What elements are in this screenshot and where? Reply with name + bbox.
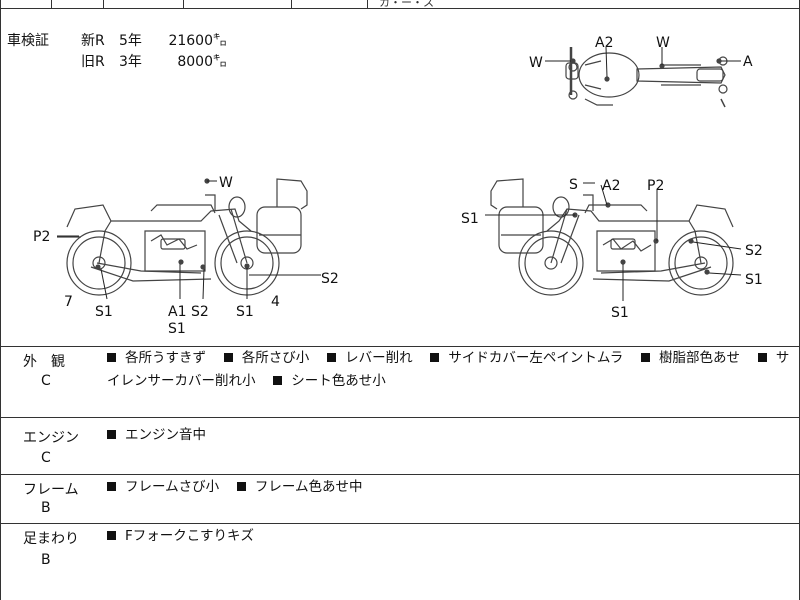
- registration-name: 新R: [81, 33, 105, 49]
- section-name: フレーム: [23, 482, 79, 498]
- section-items: エンジン音中: [107, 424, 791, 447]
- item: 各所さび小: [223, 350, 309, 366]
- bullet-square-icon: [757, 353, 767, 362]
- header-cell: [291, 0, 368, 8]
- label-s1: S1: [168, 321, 186, 337]
- item: フレーム色あせ中: [236, 479, 363, 495]
- item: エンジン音中: [107, 427, 206, 443]
- bullet-square-icon: [273, 376, 283, 385]
- section-grade: B: [41, 500, 51, 516]
- registration-years: 5年: [119, 33, 142, 49]
- label-s1: S1: [461, 211, 479, 227]
- bullet-square-icon: [107, 430, 116, 439]
- top-view-motorcycle: [565, 47, 728, 108]
- section-grade: C: [41, 450, 51, 466]
- item: Fフォークこすりキズ: [107, 528, 254, 544]
- right-view-leaders: [485, 182, 742, 301]
- item: レバー削れ: [327, 350, 413, 366]
- bullet-square-icon: [327, 353, 337, 362]
- section-suspension: 足まわり B Fフォークこすりキズ: [1, 524, 799, 600]
- header-cell: [51, 0, 104, 8]
- left-view-leaders: [57, 180, 321, 300]
- label-w: W: [529, 55, 543, 71]
- label-number: 7: [64, 294, 73, 310]
- registration-years: 3年: [119, 54, 142, 70]
- item: シート色あせ小: [273, 373, 386, 389]
- label-number: 4: [271, 294, 280, 310]
- label-a2: A2: [595, 35, 613, 51]
- label-a2: A2: [602, 178, 620, 194]
- bullet-square-icon: [107, 353, 116, 362]
- label-a: A: [743, 54, 753, 70]
- label-s2: S2: [191, 304, 209, 320]
- label-w: W: [219, 175, 233, 191]
- bullet-square-icon: [236, 482, 246, 491]
- item: サイレンサーカバー削れ小: [107, 350, 790, 389]
- registration-row: 旧R 3年 8000㌔: [81, 52, 227, 73]
- section-name: エンジン: [23, 430, 79, 446]
- left-view-motorcycle: [57, 178, 308, 296]
- label-s1: S1: [611, 305, 629, 321]
- label-s1: S1: [236, 304, 254, 320]
- bullet-square-icon: [107, 531, 116, 540]
- item: フレームさび小: [107, 479, 219, 495]
- bullet-square-icon: [430, 353, 440, 362]
- registration-name: 旧R: [81, 54, 105, 70]
- section-items: 各所うすきず 各所さび小 レバー削れ サイドカバー左ペイントムラ 樹脂部色あせ …: [107, 347, 791, 393]
- header-cell: [183, 0, 292, 8]
- section-grade: B: [41, 552, 51, 568]
- section-name: 外 観: [23, 354, 65, 370]
- label-s1: S1: [745, 272, 763, 288]
- top-view-leaders: [545, 46, 741, 78]
- header-strip: カ・ー・ス: [1, 0, 799, 9]
- header-partial-text: カ・ー・ス: [379, 0, 434, 9]
- registration-distance: 21600㌔: [168, 33, 227, 49]
- label-p2: P2: [33, 229, 50, 245]
- label-s2: S2: [321, 271, 339, 287]
- label-s1: S1: [95, 304, 113, 320]
- label-s2: S2: [745, 243, 763, 259]
- registration-distance: 8000㌔: [177, 54, 227, 70]
- section-engine: エンジン C エンジン音中: [1, 418, 799, 475]
- registration-title: 車検証: [7, 33, 49, 49]
- damage-diagram: 車検証 新R 5年 21600㌔ 旧R 3年 8000㌔: [1, 9, 799, 347]
- section-items: Fフォークこすりキズ: [107, 525, 791, 548]
- bullet-square-icon: [641, 353, 651, 362]
- section-grade: C: [41, 373, 51, 389]
- registration-row: 新R 5年 21600㌔: [81, 31, 227, 52]
- item: 樹脂部色あせ: [641, 350, 740, 366]
- bullet-square-icon: [107, 482, 116, 491]
- label-w: W: [656, 35, 670, 51]
- item: サイドカバー左ペイントムラ: [430, 350, 623, 366]
- header-cell: [103, 0, 184, 8]
- section-frame: フレーム B フレームさび小 フレーム色あせ中: [1, 475, 799, 524]
- section-items: フレームさび小 フレーム色あせ中: [107, 476, 791, 499]
- header-cell: [1, 0, 52, 8]
- label-a1: A1: [168, 304, 186, 320]
- motorcycle-drawings: W A2 W A W P2 7 S1 A1 S2 S1 S1 4 S2 S A2…: [33, 35, 763, 337]
- section-exterior: 外 観 C 各所うすきず 各所さび小 レバー削れ サイドカバー左ペイントムラ 樹…: [1, 347, 799, 418]
- bullet-square-icon: [223, 353, 233, 362]
- right-view-motorcycle: [490, 178, 734, 296]
- label-s: S: [569, 177, 578, 193]
- section-name: 足まわり: [23, 531, 79, 547]
- item: 各所うすきず: [107, 350, 206, 366]
- label-p2: P2: [647, 178, 664, 194]
